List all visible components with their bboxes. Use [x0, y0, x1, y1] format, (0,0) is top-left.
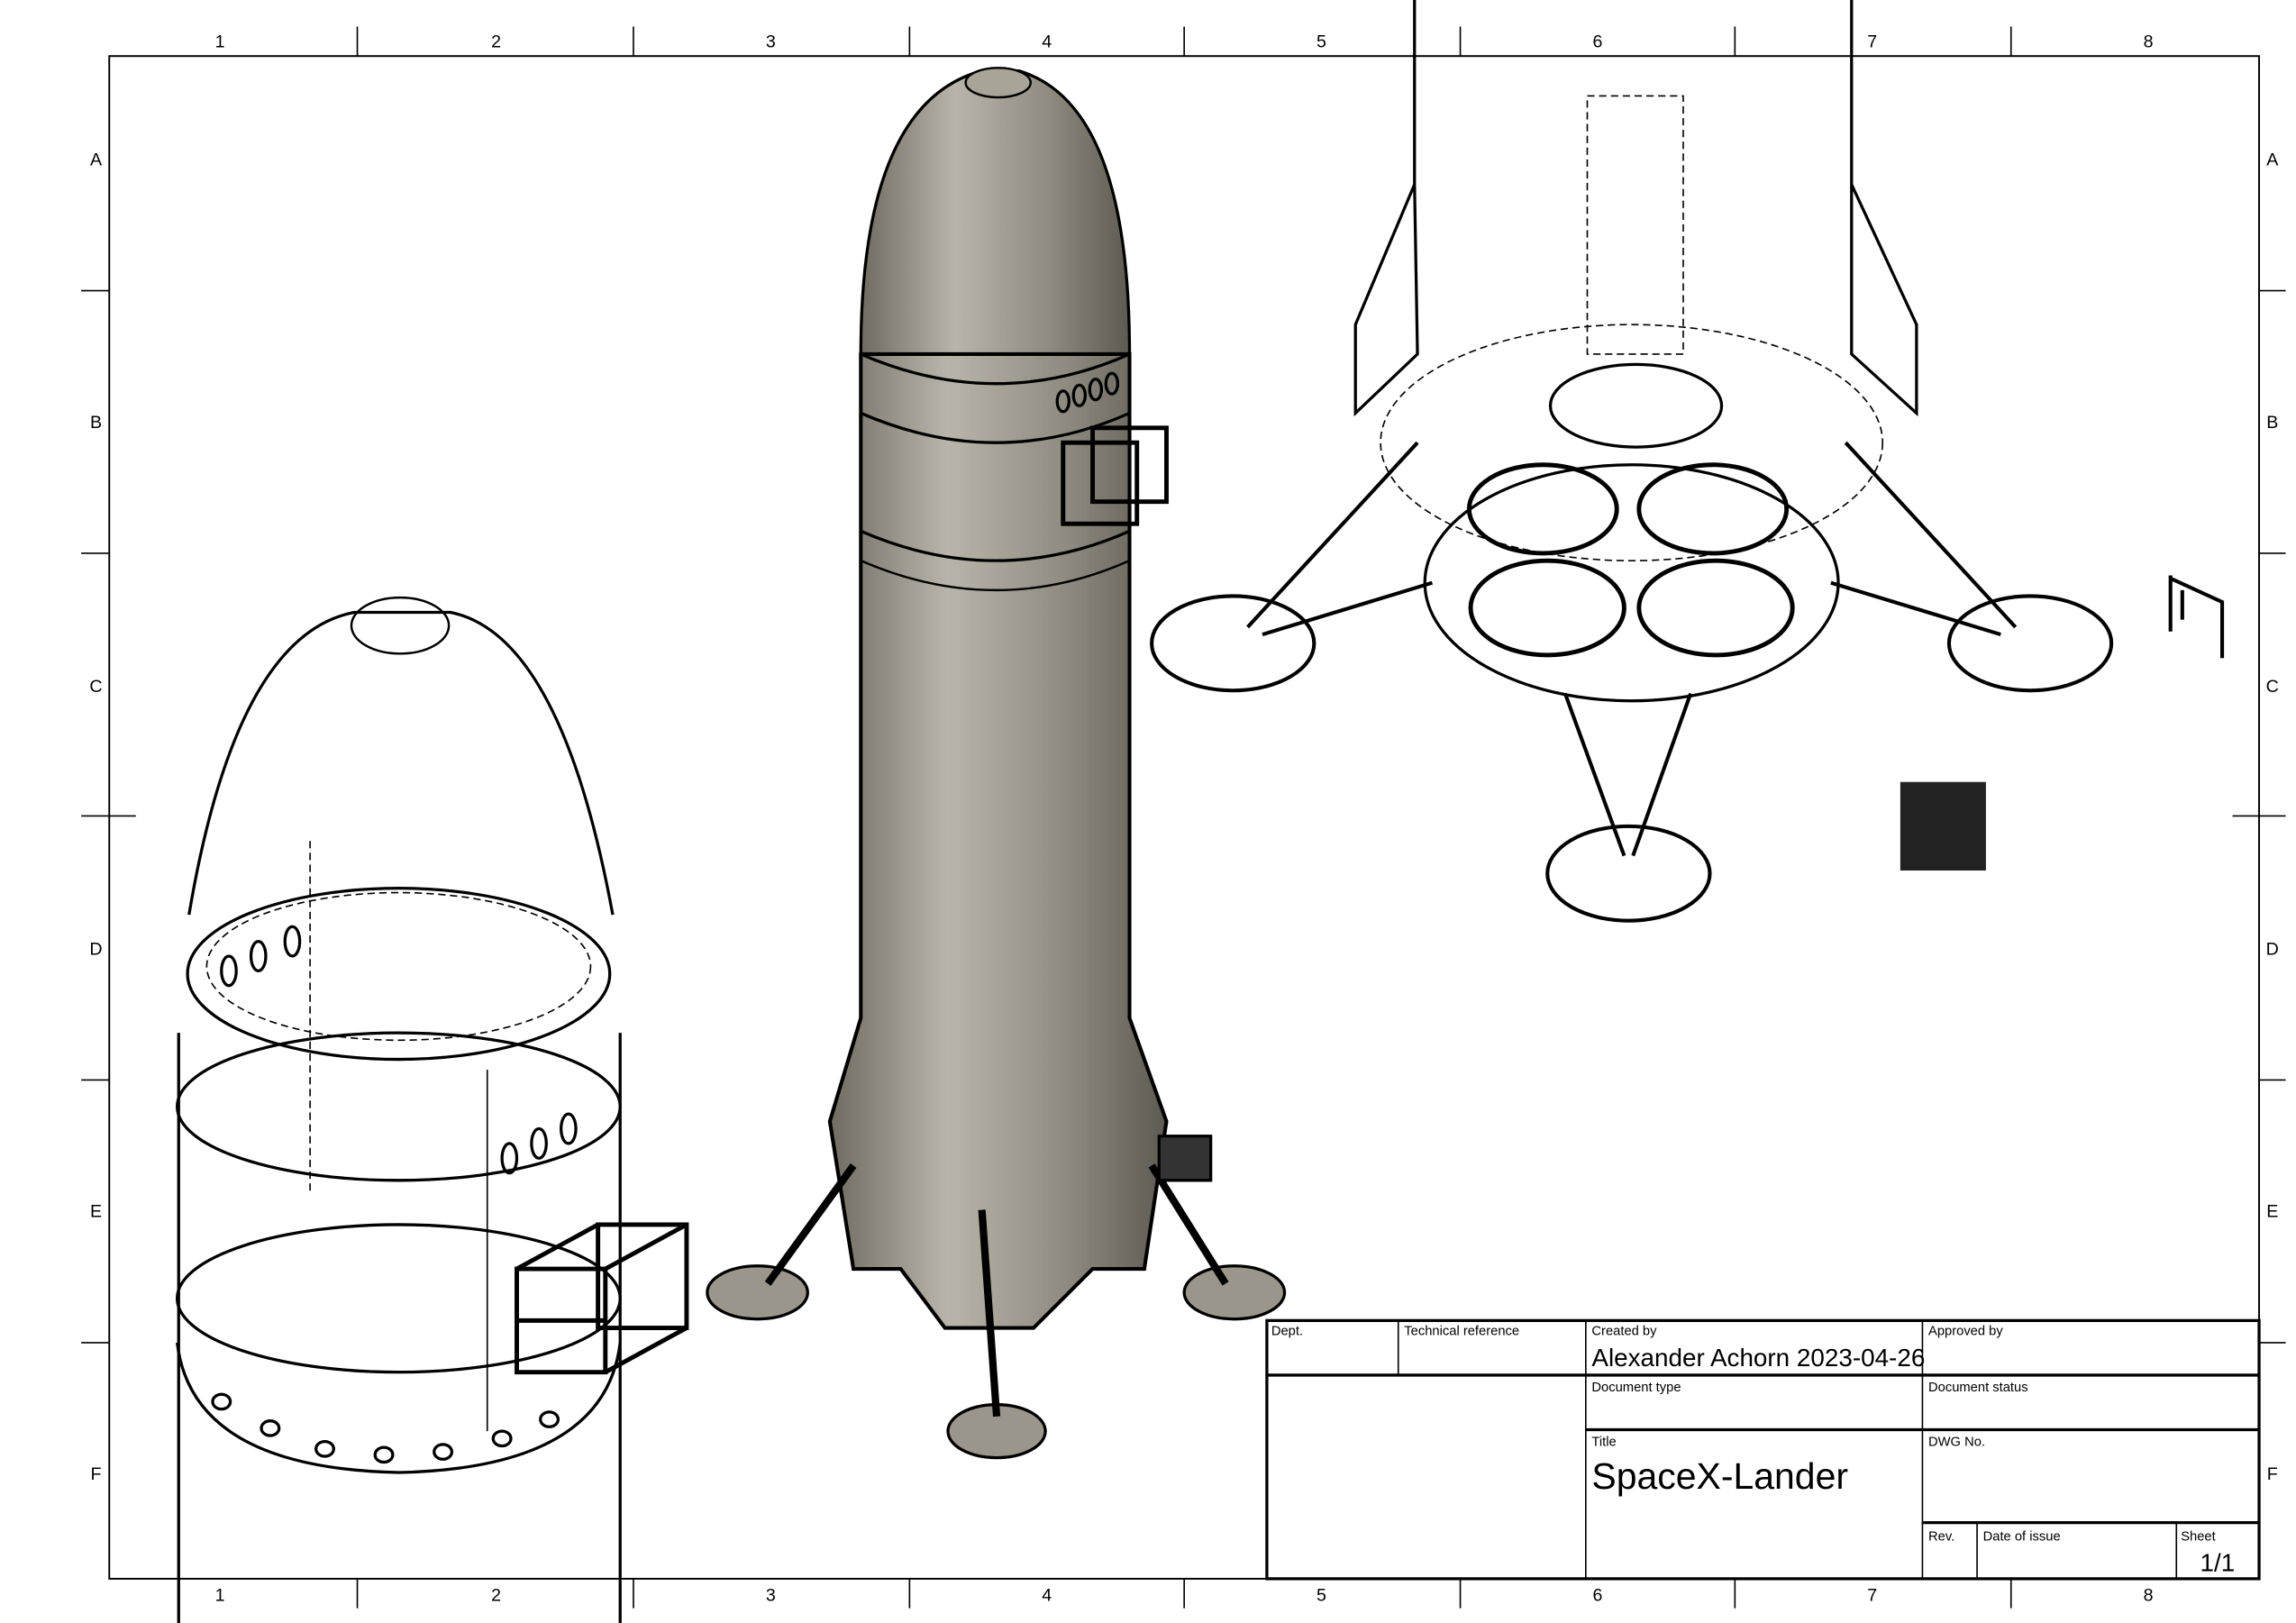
zone-label: 4	[1042, 1585, 1052, 1605]
payload-box	[1900, 781, 1986, 871]
title-label: Title	[1591, 1436, 1616, 1450]
zone-label: 7	[1867, 1585, 1877, 1605]
zone-label: 6	[1592, 1585, 1602, 1605]
zone-label: 2	[491, 32, 501, 51]
zone-label: C	[89, 677, 102, 697]
sheet-label: Sheet	[2181, 1529, 2216, 1544]
zone-label: 6	[1592, 32, 1602, 51]
zone-label: B	[90, 413, 102, 433]
dept-label: Dept.	[1271, 1325, 1303, 1339]
created-by-label: Created by	[1591, 1325, 1657, 1339]
zone-label: 8	[2144, 32, 2154, 51]
zone-ticks	[81, 26, 2286, 1609]
zone-label: 2	[491, 1585, 501, 1605]
sheet-value: 1/1	[2200, 1549, 2235, 1577]
document-status-label: Document status	[1928, 1381, 2028, 1395]
zone-label: 7	[1867, 32, 1877, 51]
zone-label: 8	[2144, 1585, 2154, 1605]
created-by-value: Alexander Achorn 2023-04-26	[1591, 1344, 1925, 1372]
column-zone-labels-bottom: 1 2 3 4 5 6 7 8	[215, 1585, 2154, 1605]
zone-label: A	[90, 150, 103, 169]
zone-label: A	[2266, 150, 2279, 169]
zone-label: C	[2266, 677, 2279, 697]
zone-label: D	[2266, 939, 2279, 959]
zone-label: 3	[766, 32, 776, 51]
zone-label: E	[2266, 1202, 2278, 1222]
wireframe-rocket-view	[175, 596, 689, 1623]
column-zone-labels-top: 1 2 3 4 5 6 7 8	[215, 32, 2154, 51]
landing-legs	[706, 1135, 1287, 1460]
payload-cage	[515, 1222, 689, 1375]
title-block-text: Dept. Technical reference Created by Ale…	[1271, 1325, 2235, 1577]
zone-label: 5	[1317, 32, 1326, 51]
date-of-issue-label: Date of issue	[1983, 1529, 2061, 1544]
dwg-no-label: DWG No.	[1928, 1436, 1985, 1450]
title-block	[1265, 1318, 2261, 1581]
zone-label: 1	[215, 1585, 225, 1605]
technical-reference-label: Technical reference	[1404, 1325, 1519, 1339]
row-zone-labels-right: A B C D E F	[2266, 150, 2280, 1484]
shaded-rocket-view	[706, 67, 1287, 1460]
zone-label: E	[90, 1202, 102, 1222]
zone-label: B	[2266, 413, 2278, 433]
drawing-title: SpaceX-Lander	[1591, 1455, 1848, 1497]
zone-label: F	[91, 1464, 102, 1484]
zone-label: 4	[1042, 32, 1052, 51]
zone-label: 1	[215, 32, 225, 51]
row-zone-labels-left: A B C D E F	[89, 150, 103, 1484]
document-type-label: Document type	[1591, 1381, 1681, 1395]
rev-label: Rev.	[1928, 1529, 1954, 1544]
lander-top-view	[1150, 0, 2225, 923]
zone-label: D	[89, 939, 102, 959]
approved-by-label: Approved by	[1928, 1325, 2003, 1339]
zone-label: F	[2267, 1464, 2278, 1484]
zone-label: 5	[1317, 1585, 1326, 1605]
zone-label: 3	[766, 1585, 776, 1605]
